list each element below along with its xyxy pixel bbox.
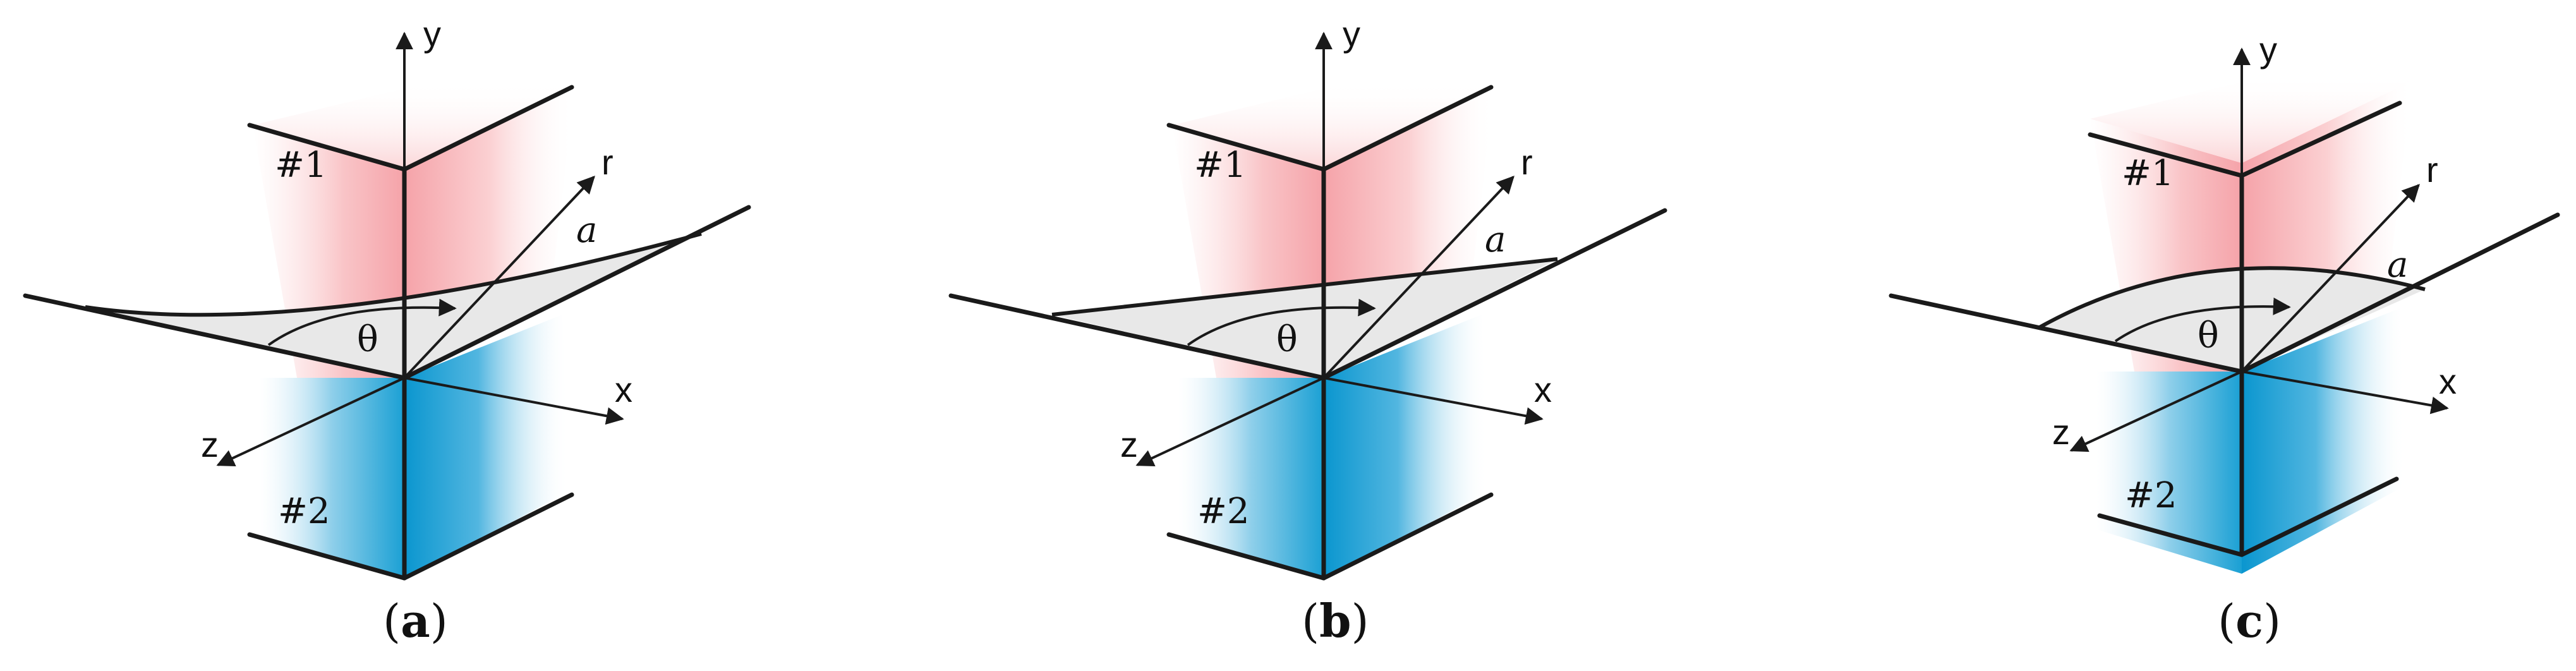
r-axis-label: r	[1521, 142, 1533, 182]
theta-label: θ	[1276, 319, 1298, 360]
crack-length-label: a	[1485, 219, 1506, 260]
z-axis-label: z	[1120, 425, 1138, 464]
sheet-b	[1052, 259, 1557, 378]
panel-c: y r x z a θ #1 #2	[1889, 30, 2560, 574]
sheet-a	[85, 234, 701, 378]
x-axis-label: x	[1534, 370, 1552, 409]
x-axis-label: x	[2439, 361, 2457, 401]
crack-length-label: a	[2387, 245, 2408, 286]
r-axis-label: r	[2426, 150, 2438, 190]
y-axis-label: y	[1343, 14, 1360, 54]
y-axis-label: y	[2259, 30, 2277, 70]
region-2-label: #2	[2125, 475, 2177, 516]
region-2-label: #2	[278, 491, 330, 532]
region-1-label: #1	[2122, 153, 2174, 194]
region-2-label: #2	[1197, 491, 1250, 532]
sheet-c	[2040, 268, 2425, 372]
panel-a: y r x z a θ #1 #2	[23, 14, 751, 581]
theta-label: θ	[2198, 315, 2219, 356]
z-axis-label: z	[201, 425, 219, 464]
panel-b: y r x z a θ #1 #2	[948, 14, 1667, 581]
z-axis-label: z	[2052, 412, 2070, 452]
crack-length-label: a	[576, 210, 597, 251]
r-axis-label: r	[602, 142, 614, 182]
region-1-label: #1	[275, 145, 327, 186]
caption-a: (a)	[383, 594, 448, 648]
theta-label: θ	[357, 319, 378, 360]
caption-c: (c)	[2218, 594, 2281, 648]
region-1-label: #1	[1194, 145, 1247, 186]
x-axis-label: x	[615, 370, 632, 409]
y-axis-label: y	[423, 14, 441, 54]
caption-b: (b)	[1302, 594, 1369, 648]
